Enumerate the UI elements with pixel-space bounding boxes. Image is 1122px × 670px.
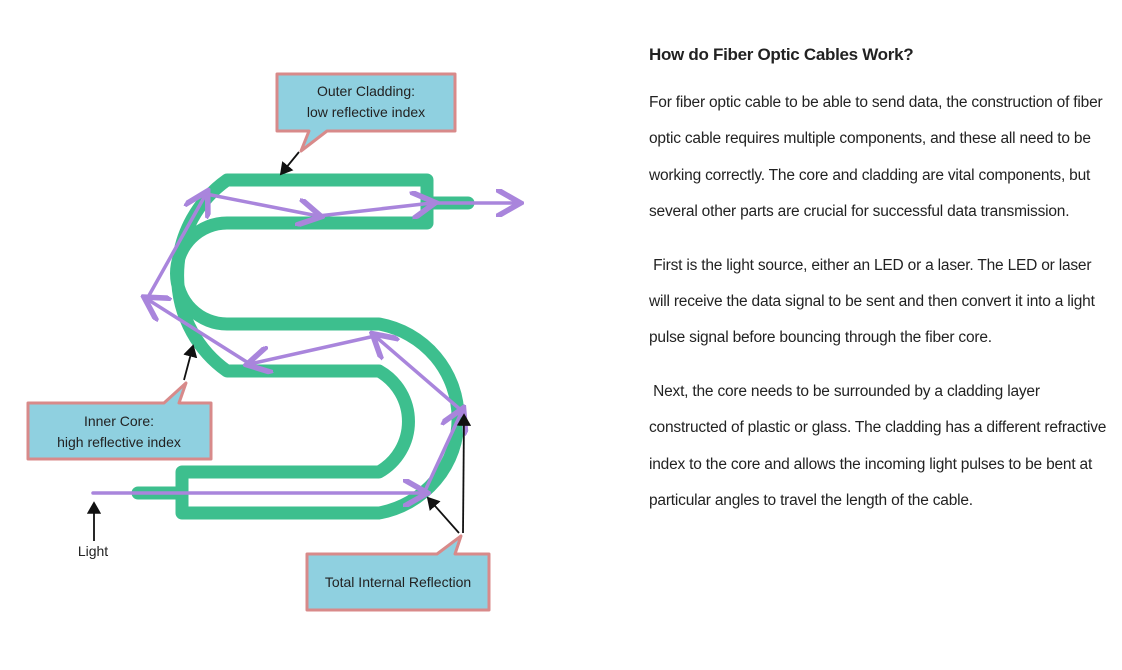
inner-core-callout: Inner Core: high reflective index — [26, 381, 213, 461]
light-label: Light — [78, 543, 108, 559]
outer-cladding-subtitle: low reflective index — [307, 104, 425, 120]
ray-segment — [375, 336, 464, 413]
tir-pointer-arrow — [456, 413, 472, 534]
outer-cladding-callout: Outer Cladding: low reflective index — [275, 72, 457, 153]
light-rays — [91, 192, 517, 495]
pointer-arrows — [86, 151, 472, 541]
tir-title: Total Internal Reflection — [325, 574, 471, 590]
inner-core-title: Inner Core: — [84, 413, 154, 429]
core-pointer-arrow — [183, 344, 198, 381]
outer-cladding-title: Outer Cladding: — [317, 83, 415, 99]
ray-segment — [204, 192, 318, 216]
tir-pointer-arrow — [426, 496, 460, 534]
fiber-optic-diagram: Outer Cladding: low reflective index Inn… — [26, 72, 620, 612]
ray-segment — [250, 334, 377, 364]
ray-segment — [422, 411, 462, 495]
article: How do Fiber Optic Cables Work? For fibe… — [649, 40, 1109, 536]
tir-callout: Total Internal Reflection — [305, 534, 491, 612]
article-paragraph: For fiber optic cable to be able to send… — [649, 94, 1107, 221]
ray-segment — [316, 203, 432, 216]
ray-segment — [145, 194, 206, 301]
ray-segment — [147, 299, 252, 366]
article-title: How do Fiber Optic Cables Work? — [649, 45, 914, 64]
article-paragraph: First is the light source, either an LED… — [649, 256, 1099, 347]
inner-core-subtitle: high reflective index — [57, 434, 181, 450]
fiber-outer-wall — [170, 173, 465, 520]
article-paragraph: Next, the core needs to be surrounded by… — [649, 382, 1111, 510]
cladding-pointer-arrow — [279, 151, 300, 176]
